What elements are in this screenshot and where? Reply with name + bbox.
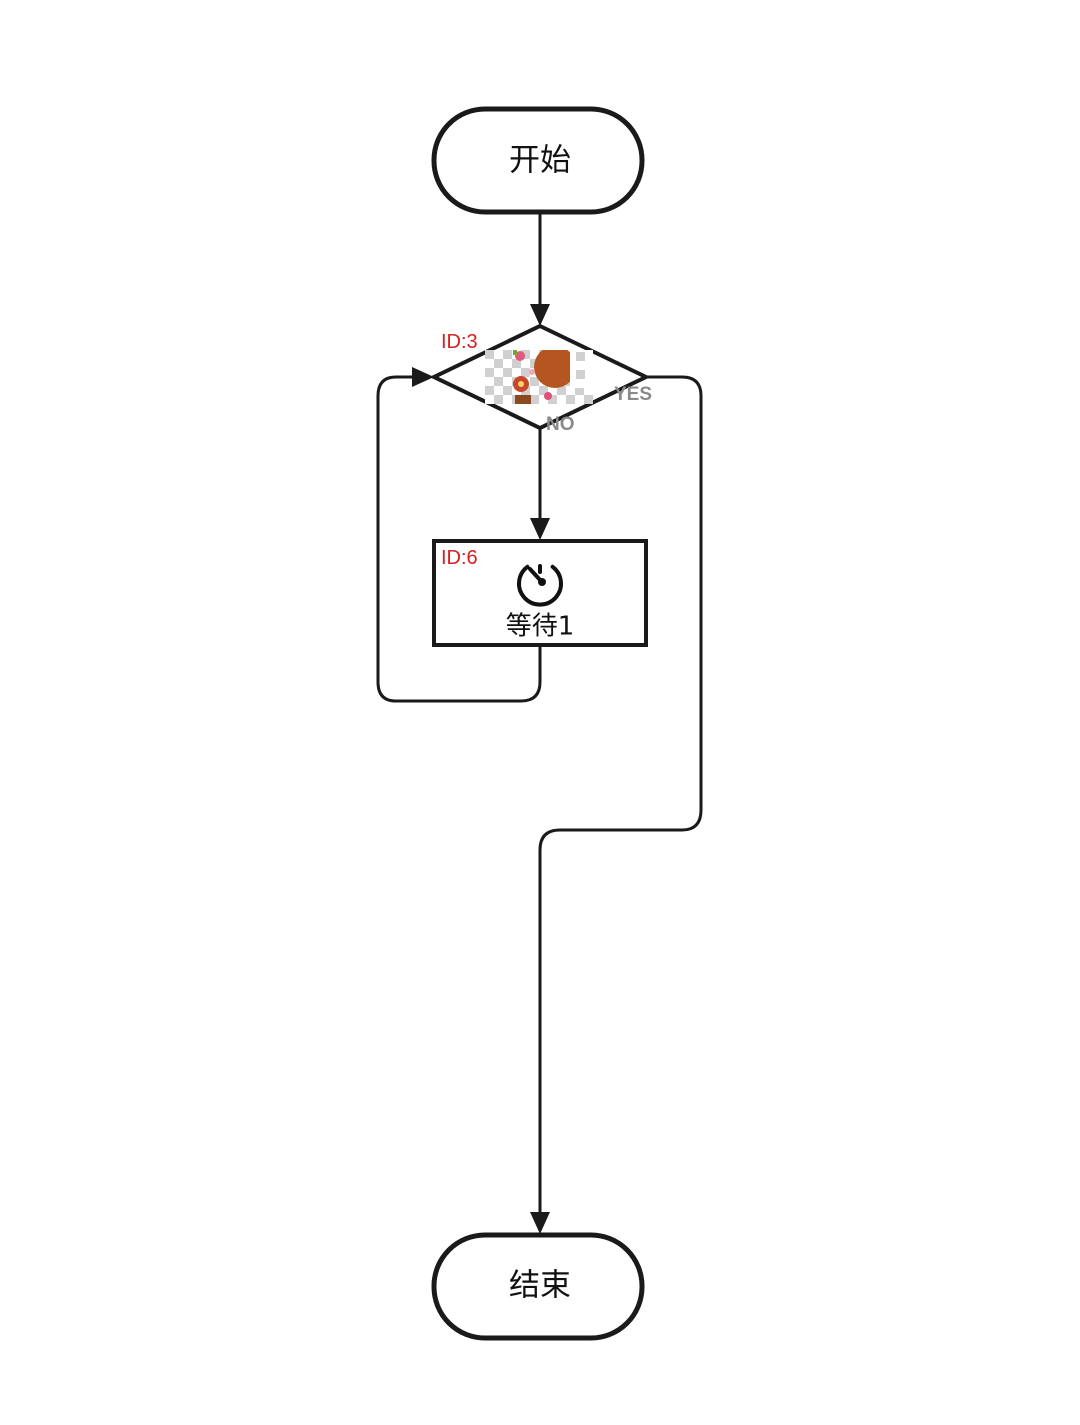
wait-node[interactable]: ID:6 等待1 xyxy=(434,541,646,645)
arrowhead-into-condition xyxy=(530,304,550,326)
start-node-label: 开始 xyxy=(509,143,571,179)
no-branch-label: NO xyxy=(546,414,575,435)
wait-node-label: 等待1 xyxy=(506,612,575,642)
end-node[interactable]: 结束 xyxy=(434,1235,642,1338)
image-thumbnail-icon xyxy=(485,346,594,404)
start-node[interactable]: 开始 xyxy=(434,109,642,212)
arrowhead-into-wait xyxy=(530,518,550,540)
condition-node[interactable]: ID:3 YES NO xyxy=(434,326,652,435)
yes-branch-label: YES xyxy=(614,384,652,405)
wait-id-label: ID:6 xyxy=(441,547,478,569)
edge-condition-yes-to-end xyxy=(540,377,701,1214)
condition-id-label: ID:3 xyxy=(441,331,478,353)
end-node-label: 结束 xyxy=(509,1268,571,1304)
arrowhead-into-end xyxy=(530,1212,550,1234)
